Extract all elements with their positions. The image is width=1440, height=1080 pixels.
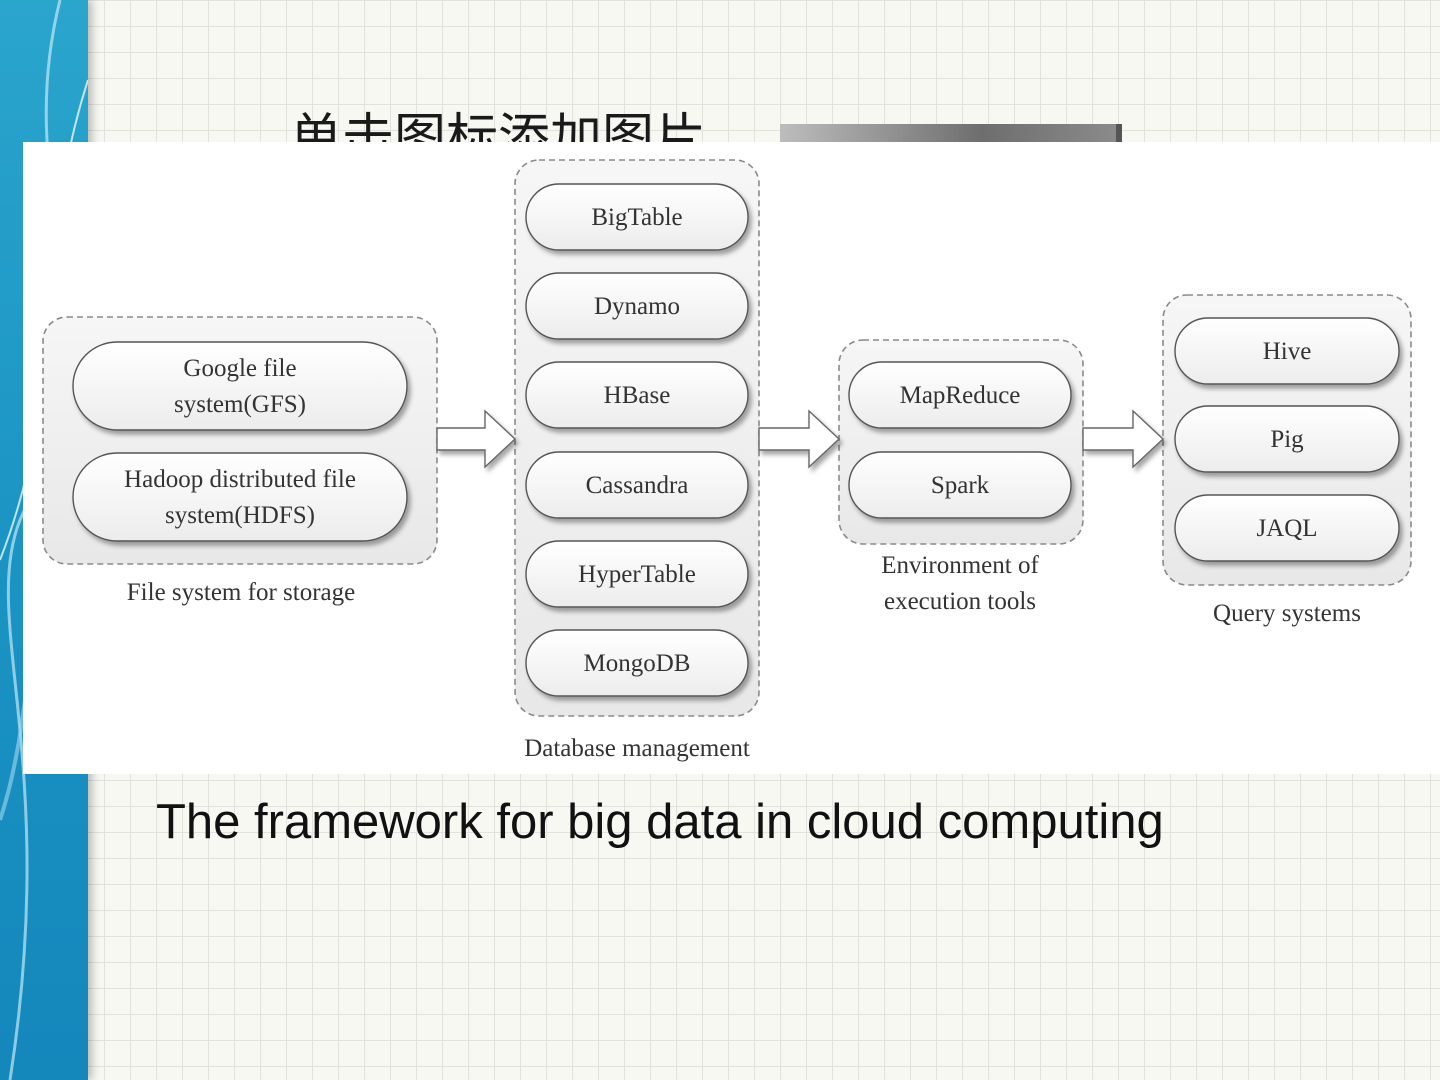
node-execution-1: Spark — [848, 451, 1072, 519]
node-database-5: MongoDB — [525, 629, 749, 697]
node-label: system(HDFS) — [165, 502, 315, 529]
group-database: BigTableDynamoHBaseCassandraHyperTableMo… — [514, 159, 760, 762]
node-pill — [525, 361, 749, 429]
group-label-storage: File system for storage — [127, 579, 355, 606]
node-label: system(GFS) — [174, 391, 306, 418]
group-label-database: Database management — [524, 735, 750, 762]
node-label: JAQL — [1256, 515, 1317, 542]
node-storage-0: Google file system(GFS) — [72, 341, 408, 431]
group-storage: Google file system(GFS) Hadoop distributed… — [42, 316, 438, 606]
node-label: Spark — [931, 472, 990, 499]
node-pill — [1174, 317, 1400, 385]
arrow-database-to-execution — [758, 409, 841, 469]
node-pill — [72, 452, 408, 542]
node-label: MongoDB — [584, 650, 691, 677]
node-database-1: Dynamo — [525, 272, 749, 340]
node-pill — [525, 183, 749, 251]
diagram-image-panel[interactable]: Google file system(GFS) Hadoop distributed… — [23, 142, 1440, 774]
node-label: Cassandra — [586, 472, 689, 499]
slide-caption[interactable]: The framework for big data in cloud comp… — [156, 795, 1164, 849]
node-pill — [525, 540, 749, 608]
node-pill — [1174, 494, 1400, 562]
title-underline-bar — [780, 124, 1122, 142]
node-pill — [848, 361, 1072, 429]
node-pill — [72, 341, 408, 431]
node-pill — [1174, 405, 1400, 473]
node-label: BigTable — [591, 204, 682, 231]
node-label: Hive — [1263, 338, 1312, 365]
node-label: HyperTable — [578, 561, 696, 588]
group-label-query: Query systems — [1213, 600, 1361, 627]
node-storage-1: Hadoop distributed file system(HDFS) — [72, 452, 408, 542]
node-execution-0: MapReduce — [848, 361, 1072, 429]
node-label: Dynamo — [594, 293, 680, 320]
node-query-0: Hive — [1174, 317, 1400, 385]
arrow-storage-to-database — [436, 409, 517, 469]
node-label: HBase — [604, 382, 671, 409]
node-label: Hadoop distributed file — [124, 466, 356, 493]
node-pill — [525, 629, 749, 697]
node-pill — [525, 272, 749, 340]
node-database-2: HBase — [525, 361, 749, 429]
node-database-3: Cassandra — [525, 451, 749, 519]
group-label-execution: execution tools — [884, 588, 1036, 615]
node-query-1: Pig — [1174, 405, 1400, 473]
node-database-0: BigTable — [525, 183, 749, 251]
node-pill — [525, 451, 749, 519]
arrow-execution-to-query — [1082, 409, 1165, 469]
node-label: Pig — [1270, 426, 1304, 453]
framework-diagram: Google file system(GFS) Hadoop distributed… — [42, 159, 1412, 762]
node-query-2: JAQL — [1174, 494, 1400, 562]
node-label: Google file — [183, 355, 296, 382]
node-label: MapReduce — [900, 382, 1021, 409]
node-pill — [848, 451, 1072, 519]
group-label-execution: Environment of — [881, 552, 1039, 579]
node-database-4: HyperTable — [525, 540, 749, 608]
